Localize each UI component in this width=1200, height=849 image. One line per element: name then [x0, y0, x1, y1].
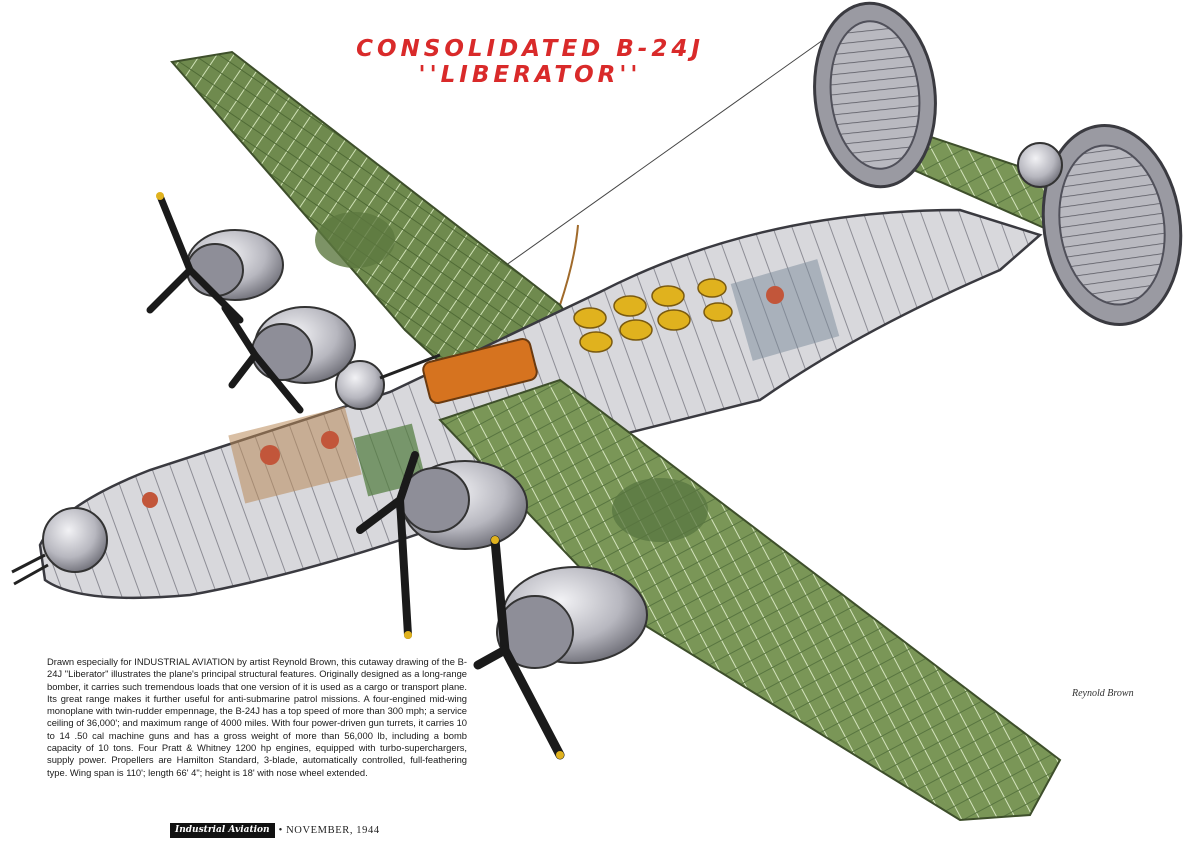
fuel-tank	[422, 338, 538, 404]
top-turret-guns	[379, 353, 441, 380]
engine-3	[400, 460, 528, 550]
publication-badge: Industrial Aviation	[170, 822, 275, 838]
description-caption: Drawn especially for INDUSTRIAL AVIATION…	[47, 656, 467, 778]
diagram-title: CONSOLIDATED B-24J ''LIBERATOR''	[356, 36, 704, 88]
left-rudder	[813, 1, 937, 189]
upper-wing-insignia	[315, 212, 395, 268]
lower-wing-insignia	[612, 478, 708, 542]
tail-turret	[1017, 142, 1063, 188]
issue-date: • NOVEMBER, 1944	[278, 824, 380, 836]
bomb-stack	[573, 278, 733, 353]
top-turret	[335, 360, 385, 410]
engine-1	[186, 229, 284, 301]
waist-gunner-area	[730, 259, 840, 361]
engine-4	[496, 566, 648, 669]
propeller-tips	[156, 192, 564, 759]
artist-signature: Reynold Brown	[1072, 688, 1134, 699]
right-rudder	[1041, 124, 1183, 326]
propeller-2	[221, 304, 304, 414]
publication-footer: Industrial Aviation • NOVEMBER, 1944	[170, 822, 380, 838]
engine-2	[251, 306, 356, 384]
propeller-1	[146, 192, 244, 324]
antenna-wire	[449, 34, 831, 306]
nose-guns	[11, 553, 46, 574]
propeller-4	[473, 535, 565, 760]
antenna-mast	[559, 224, 579, 306]
propeller-3	[356, 451, 419, 639]
nose-guns-lower	[13, 563, 49, 586]
nose-turret	[42, 507, 108, 573]
